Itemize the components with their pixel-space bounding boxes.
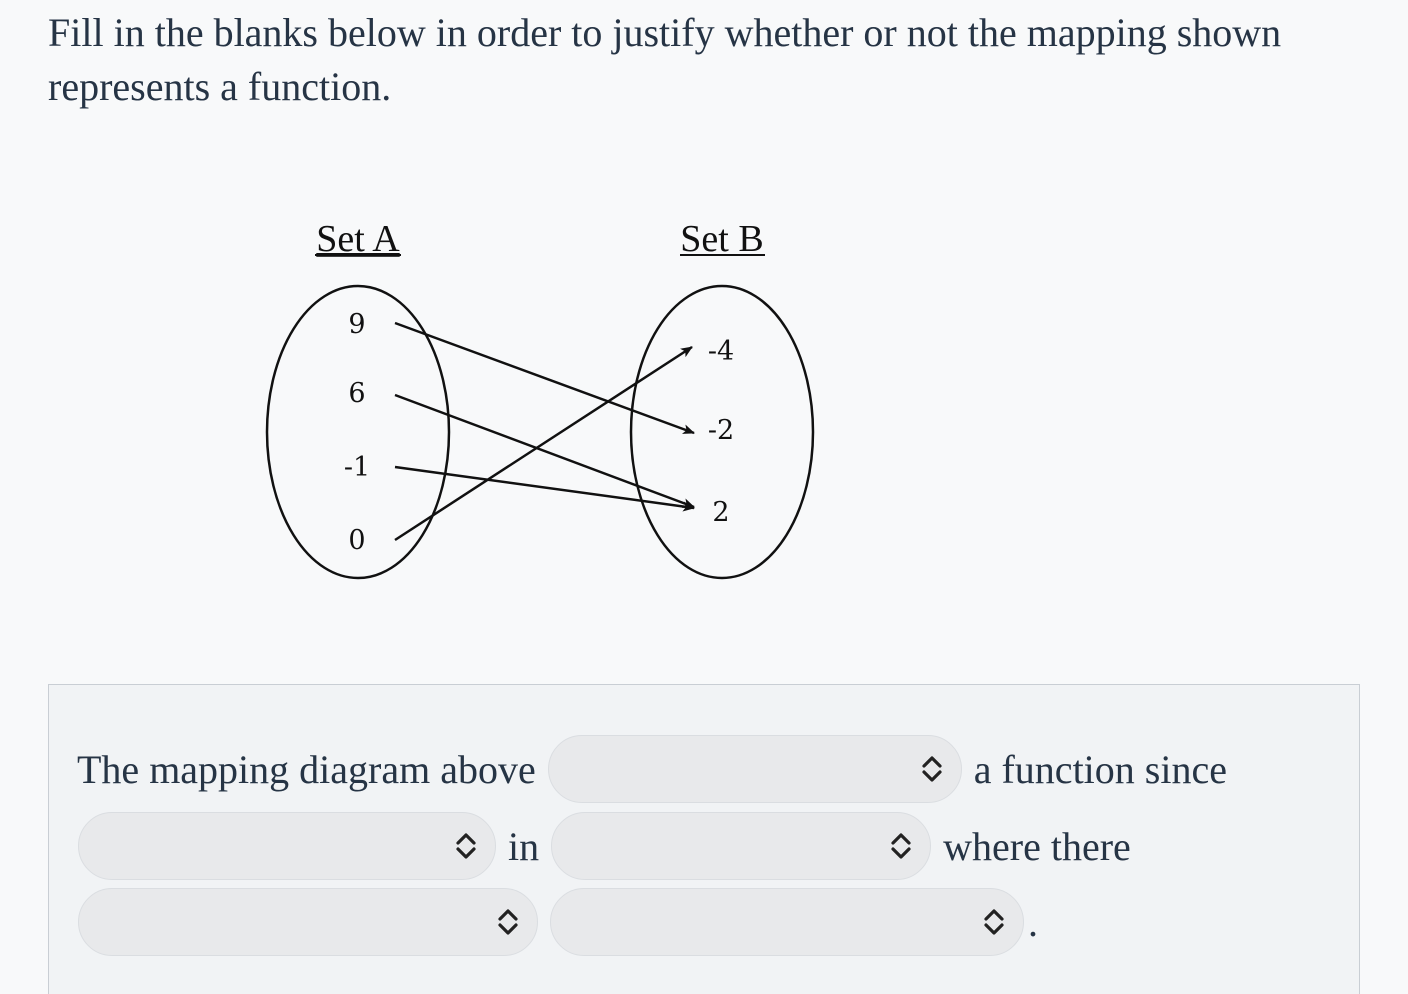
set-a-element: 0 [348,525,365,556]
set-b-element: 2 [712,497,729,528]
question-prompt: Fill in the blanks below in order to jus… [48,10,1282,109]
set-b-title: Set B [680,218,763,260]
chevron-up-down-icon [891,833,911,859]
set-b-element: -4 [708,336,734,367]
set-a-title: Set A [316,218,400,260]
chevron-up-down-icon [984,909,1004,935]
set-a-oval [265,284,451,580]
answer-line-3: . [78,888,1038,956]
chevron-up-down-icon [498,909,518,935]
set-b-element: -2 [708,415,734,446]
reason-1-dropdown[interactable] [78,812,496,880]
mapping-arrow-9-to-neg2 [394,321,695,435]
chevron-up-down-icon [922,756,942,782]
set-a-element: 9 [348,309,365,340]
answer-panel: The mapping diagram above a function sin… [48,684,1360,994]
reason-3-dropdown[interactable] [78,888,538,956]
mapping-arrow-0-to-neg4 [394,345,693,542]
answer-line-1: The mapping diagram above a function sin… [77,735,1227,803]
answer-text: a function since [973,746,1227,792]
reason-2-dropdown[interactable] [551,812,932,880]
mapping-diagram: Set A Set B 9 6 -1 0 -4 -2 2 [265,218,815,580]
answer-period: . [1028,899,1038,945]
set-a-element: 6 [348,378,365,409]
is-is-not-dropdown[interactable] [547,735,962,803]
set-a-element: -1 [344,452,370,483]
answer-line-2: in where there [78,812,1131,880]
reason-4-dropdown[interactable] [550,888,1024,956]
mapping-arrow-neg1-to-2 [394,465,695,512]
mapping-arrow-6-to-2 [394,393,695,509]
answer-text: The mapping diagram above [77,746,536,792]
chevron-up-down-icon [456,833,476,859]
set-b-oval [629,284,815,580]
answer-text: where there [943,823,1131,869]
answer-text: in [508,823,540,869]
